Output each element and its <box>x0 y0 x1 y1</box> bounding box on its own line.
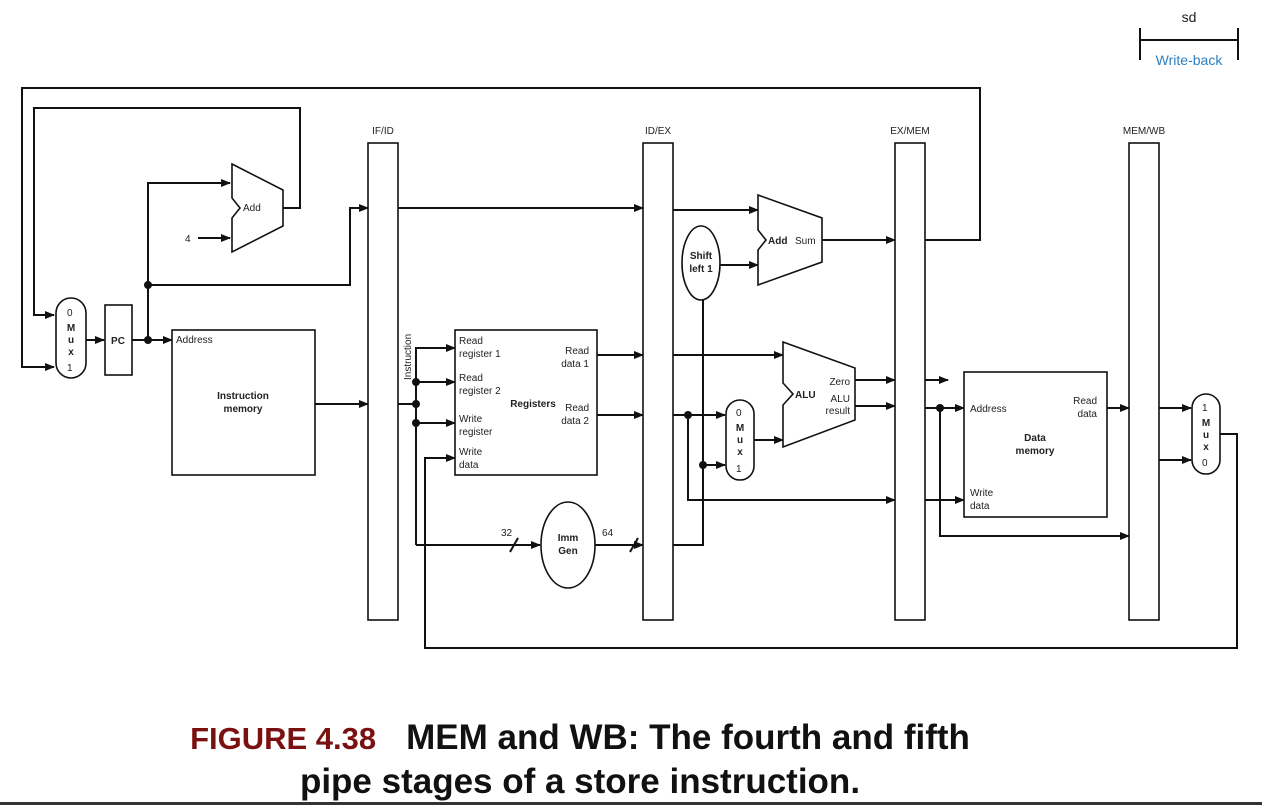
svg-text:register 2: register 2 <box>459 386 501 397</box>
svg-text:Add: Add <box>243 203 261 214</box>
imm-out-width: 64 <box>602 528 614 539</box>
svg-text:data: data <box>459 460 479 471</box>
svg-text:data 1: data 1 <box>561 359 589 370</box>
constant-four: 4 <box>185 234 191 245</box>
figure-caption-line-1: FIGURE 4.38 MEM and WB: The fourth and fi… <box>0 718 1160 759</box>
mem-wb-register <box>1128 142 1160 621</box>
svg-text:memory: memory <box>1016 446 1055 457</box>
svg-text:Read: Read <box>1073 396 1097 407</box>
svg-text:u: u <box>737 435 743 446</box>
svg-text:Address: Address <box>176 335 213 346</box>
svg-text:Write: Write <box>459 414 483 425</box>
svg-text:Read: Read <box>459 373 483 384</box>
stage-name-label: Write-back <box>1156 52 1224 68</box>
stage-instruction-label: sd <box>1182 9 1197 25</box>
svg-text:ALU: ALU <box>795 390 816 401</box>
svg-text:data 2: data 2 <box>561 416 589 427</box>
svg-text:Data: Data <box>1024 433 1046 444</box>
svg-text:Write: Write <box>459 447 483 458</box>
svg-text:left 1: left 1 <box>689 264 713 275</box>
svg-text:data: data <box>970 501 990 512</box>
if-id-register <box>367 142 399 621</box>
pipeline-registers: IF/ID ID/EX EX/MEM MEM/WB <box>367 126 1166 621</box>
caption-text-1: MEM and WB: The fourth and fifth <box>406 718 970 757</box>
svg-text:u: u <box>68 335 74 346</box>
svg-text:Add: Add <box>768 236 787 247</box>
svg-text:Write: Write <box>970 488 994 499</box>
svg-text:u: u <box>1203 430 1209 441</box>
svg-text:Instruction: Instruction <box>217 391 269 402</box>
ex-mem-label: EX/MEM <box>890 126 929 137</box>
svg-text:Address: Address <box>970 404 1007 415</box>
bottom-rule <box>0 802 1262 805</box>
svg-text:x: x <box>1203 442 1209 453</box>
if-id-label: IF/ID <box>372 126 394 137</box>
svg-text:Gen: Gen <box>558 546 577 557</box>
svg-text:register: register <box>459 427 493 438</box>
svg-text:Sum: Sum <box>795 236 816 247</box>
svg-text:result: result <box>826 406 851 417</box>
svg-text:x: x <box>68 347 74 358</box>
svg-text:Zero: Zero <box>829 377 850 388</box>
pc-adder: Add <box>231 162 284 254</box>
svg-text:x: x <box>737 447 743 458</box>
instruction-memory: Address Instruction memory <box>171 329 316 476</box>
wb-mux: 1 M u x 0 <box>1191 393 1221 475</box>
svg-text:memory: memory <box>224 404 263 415</box>
alu-src-mux: 0 M u x 1 <box>725 399 755 481</box>
register-file: Read register 1 Read register 2 Write re… <box>454 329 598 476</box>
svg-text:0: 0 <box>1202 458 1208 469</box>
id-ex-label: ID/EX <box>645 126 671 137</box>
svg-text:ALU: ALU <box>831 394 850 405</box>
branch-adder: Add Sum <box>757 193 823 287</box>
if-mux: 0 M u x 1 <box>55 297 87 379</box>
svg-text:0: 0 <box>736 408 742 419</box>
bus-width-marks: 32 64 <box>501 528 639 553</box>
svg-text:M: M <box>67 323 75 334</box>
alu: ALU Zero ALU result <box>782 340 856 449</box>
svg-text:1: 1 <box>736 464 742 475</box>
svg-text:1: 1 <box>67 363 73 374</box>
datapath-wires <box>21 87 1238 649</box>
svg-text:Read: Read <box>565 346 589 357</box>
svg-text:PC: PC <box>111 336 125 347</box>
svg-text:Imm: Imm <box>558 533 579 544</box>
svg-text:Registers: Registers <box>510 399 556 410</box>
svg-text:data: data <box>1078 409 1098 420</box>
svg-text:register 1: register 1 <box>459 349 501 360</box>
svg-text:Read: Read <box>459 336 483 347</box>
figure-number: FIGURE 4.38 <box>190 721 377 756</box>
junction-dots <box>144 281 944 469</box>
caption-text-2: pipe stages of a store instruction. <box>299 762 861 801</box>
mem-wb-label: MEM/WB <box>1123 126 1166 137</box>
shift-left-unit: Shift left 1 <box>681 225 721 301</box>
svg-text:Read: Read <box>565 403 589 414</box>
svg-text:M: M <box>1202 418 1210 429</box>
svg-text:0: 0 <box>67 308 73 319</box>
imm-in-width: 32 <box>501 528 513 539</box>
imm-gen: Imm Gen <box>540 501 596 589</box>
stage-marker: sd Write-back <box>1139 9 1239 68</box>
pipeline-datapath-diagram: sd Write-back IF/ID ID/EX EX/MEM MEM/WB <box>21 9 1239 649</box>
svg-text:1: 1 <box>1202 403 1208 414</box>
svg-text:Shift: Shift <box>690 251 713 262</box>
figure-caption-line-2: pipe stages of a store instruction. <box>0 762 1160 802</box>
pc-register: PC <box>104 304 133 376</box>
svg-text:M: M <box>736 423 744 434</box>
instruction-label: Instruction <box>403 334 414 380</box>
id-ex-register <box>642 142 674 621</box>
ex-mem-register <box>894 142 926 621</box>
data-memory: Address Read data Write data Data memory <box>963 371 1108 518</box>
